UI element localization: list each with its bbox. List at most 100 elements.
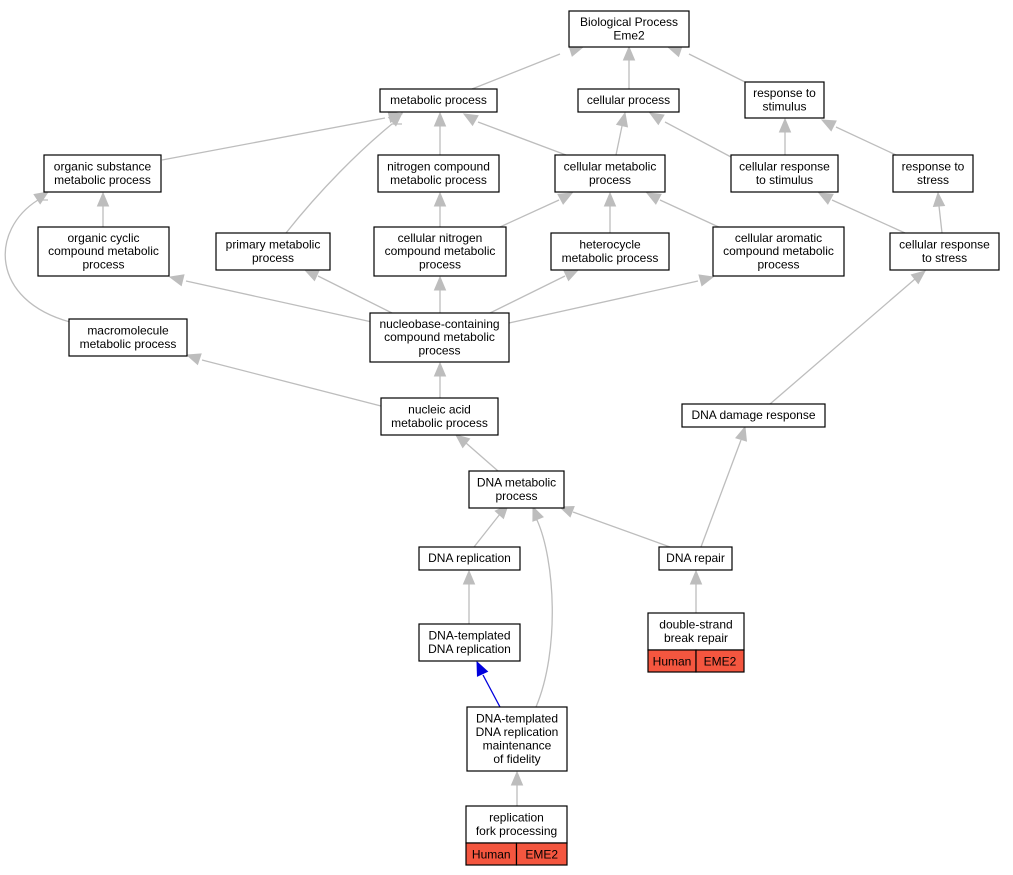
node-label-line: process: [495, 489, 537, 503]
edge-dtdr-to-drep: [462, 569, 476, 624]
node-box: [681, 403, 826, 428]
node-box: [369, 312, 510, 363]
edge-arrowhead: [645, 192, 662, 205]
edge-crs-to-cp: [648, 112, 732, 158]
node-label-line: nucleobase-containing: [379, 317, 499, 331]
edge-arrowhead: [910, 270, 927, 285]
edge-line: [473, 513, 501, 548]
go-term-node-cp[interactable]: cellular process: [577, 88, 680, 113]
edge-line: [4, 199, 71, 323]
edge-line: [285, 123, 402, 234]
node-label-line: Biological Process: [580, 15, 678, 29]
edge-arrowhead: [558, 506, 575, 518]
node-box: [418, 623, 521, 662]
edge-arrowhead: [433, 191, 447, 207]
edge-arrowhead: [387, 112, 403, 127]
edge-crs-to-rts: [778, 117, 792, 155]
annotation-species: Human: [472, 848, 511, 862]
edge-arrowhead: [462, 569, 476, 585]
edge-hmp-to-cmp: [603, 191, 617, 233]
edge-arrowhead: [622, 45, 636, 61]
edge-arrowhead: [817, 192, 834, 205]
node-label-line: metabolic process: [80, 337, 177, 351]
node-label-line: process: [82, 258, 124, 272]
node-label-line: response to: [753, 86, 816, 100]
edge-arrowhead: [168, 274, 185, 287]
edge-line: [201, 359, 382, 407]
edge-arrowhead: [185, 353, 202, 366]
go-term-node-mp[interactable]: metabolic process: [379, 88, 498, 113]
node-label-line: organic substance: [54, 160, 152, 174]
node-label-line: break repair: [664, 631, 728, 645]
node-label-line: process: [757, 258, 799, 272]
edge-line: [477, 121, 567, 156]
node-box: [418, 546, 521, 571]
edge-cmp-to-mp: [462, 113, 567, 156]
node-label-line: stimulus: [762, 99, 806, 113]
edge-arrowhead: [557, 192, 574, 205]
node-label-line: heterocycle: [579, 238, 641, 252]
node-box: [568, 10, 690, 48]
edge-cp-to-bp: [622, 45, 636, 89]
edge-arrowhead: [648, 112, 665, 126]
go-term-node-ddr[interactable]: DNA damage response: [681, 403, 826, 428]
edge-nbcmp-to-cacmp: [508, 274, 715, 324]
edge-arrowhead: [433, 275, 447, 291]
edge-arrowhead: [33, 191, 50, 205]
edge-macmp-to-osmp: [4, 191, 71, 323]
edge-drepair-to-ddr: [700, 425, 748, 548]
edge-rtstress-to-rts: [820, 119, 897, 156]
edge-arrowhead: [932, 191, 946, 207]
edge-cacmp-to-cmp: [645, 192, 724, 230]
edge-line: [161, 117, 386, 161]
node-box: [554, 154, 666, 193]
edge-line: [499, 199, 560, 228]
edge-arrowhead: [563, 269, 580, 282]
edge-line: [572, 511, 671, 548]
node-box: [744, 81, 825, 119]
edge-arrowhead: [820, 119, 837, 132]
node-label-line: stress: [917, 173, 949, 187]
edge-osmp-to-mp: [161, 111, 404, 161]
edge-arrowhead: [603, 191, 617, 207]
edge-line: [831, 199, 906, 234]
node-label-line: DNA metabolic: [477, 476, 556, 490]
node-label-line: process: [252, 251, 294, 265]
node-label-line: cellular nitrogen: [398, 231, 483, 245]
edge-occmp-to-osmp: [96, 191, 110, 227]
node-label-line: DNA-templated: [476, 712, 558, 726]
edge-pmp-to-mp: [285, 112, 403, 234]
annotation-gene: EME2: [704, 655, 737, 669]
edge-line: [938, 205, 943, 234]
edge-arrowhead: [532, 505, 544, 522]
edge-arrowhead: [698, 274, 715, 287]
node-label-line: nitrogen compound: [387, 160, 490, 174]
edge-arrowhead: [454, 434, 471, 449]
go-term-node-drepair[interactable]: DNA repair: [658, 546, 733, 571]
node-label-line: DNA replication: [428, 642, 511, 656]
go-term-node-drep[interactable]: DNA replication: [418, 546, 521, 571]
edge-dmp-to-namp: [454, 434, 499, 472]
edge-line: [688, 53, 746, 83]
